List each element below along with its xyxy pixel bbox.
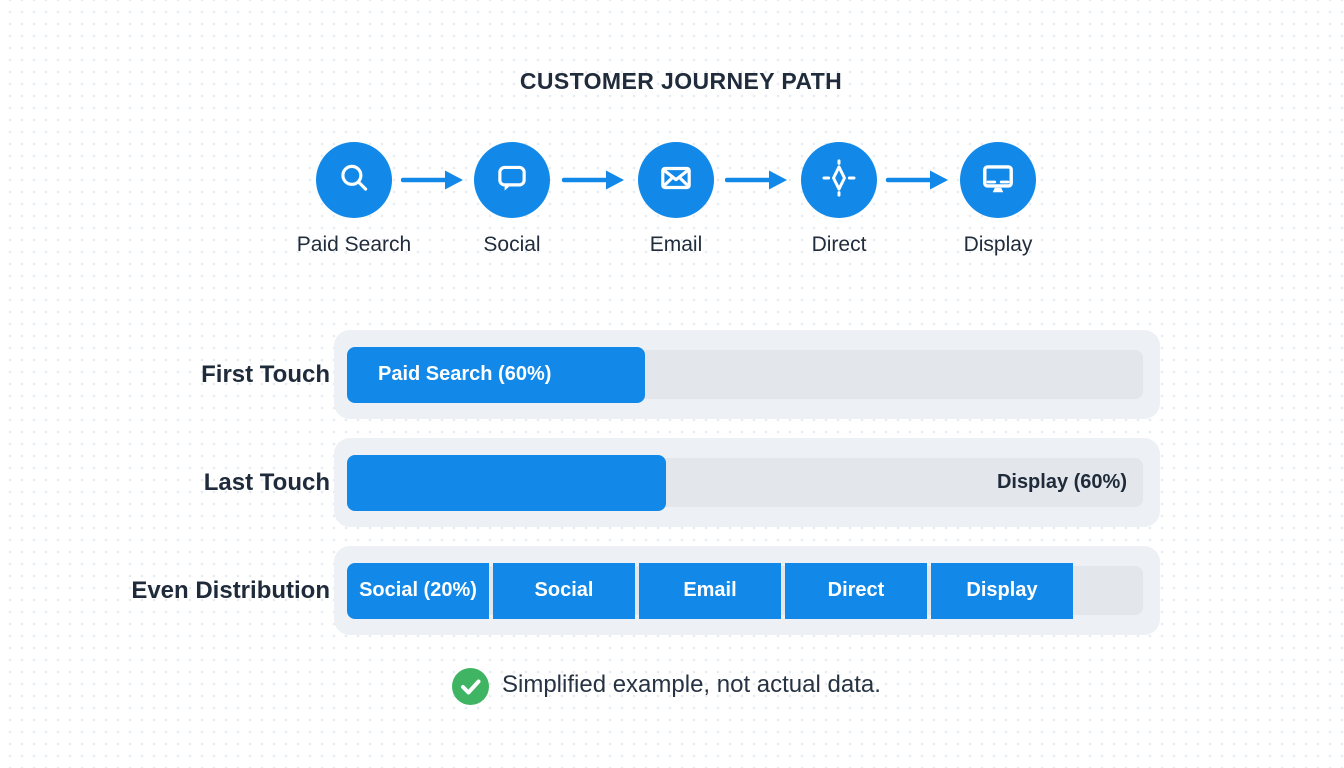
bar-fill-label: Paid Search (60%)	[378, 363, 552, 385]
direct-compass-icon	[820, 158, 858, 202]
step-label: Direct	[811, 233, 867, 256]
bar-segment: Display	[931, 562, 1073, 619]
bar-segment: Social	[493, 562, 635, 619]
bar-track: Paid Search (60%)	[347, 346, 1143, 403]
step-label: Social	[483, 233, 541, 256]
step-icon-circle	[960, 142, 1036, 218]
attribution-row-even-distribution: Social (20%) Social Email Direct Display	[334, 546, 1160, 635]
attribution-row-first-touch: Paid Search (60%)	[334, 330, 1160, 419]
bar-segment: Social (20%)	[347, 562, 489, 619]
bar-fill: Paid Search (60%)	[347, 346, 645, 403]
step-icon-circle	[638, 142, 714, 218]
arrow-right-icon	[561, 166, 626, 194]
step-label: Display	[963, 233, 1033, 256]
journey-step-display: Display	[938, 142, 1058, 257]
monitor-icon	[979, 159, 1017, 202]
step-icon-circle	[801, 142, 877, 218]
page-title: CUSTOMER JOURNEY PATH	[519, 68, 843, 94]
row-label-last-touch: Last Touch	[203, 469, 330, 496]
bar-track: Display (60%)	[347, 454, 1143, 511]
attribution-row-last-touch: Display (60%)	[334, 438, 1160, 527]
arrow-right-icon	[885, 166, 950, 194]
bar-segment: Email	[639, 562, 781, 619]
envelope-icon	[657, 159, 695, 202]
step-label: Paid Search	[296, 233, 412, 256]
search-icon	[335, 159, 373, 202]
step-icon-circle	[474, 142, 550, 218]
step-icon-circle	[316, 142, 392, 218]
bar-segment: Direct	[785, 562, 927, 619]
chat-bubble-icon	[493, 159, 531, 202]
journey-step-email: Email	[616, 142, 736, 257]
step-label: Email	[649, 233, 703, 256]
check-icon	[452, 668, 489, 705]
arrow-right-icon	[724, 166, 789, 194]
row-label-even-distribution: Even Distribution	[131, 577, 330, 604]
bar-value-label: Display (60%)	[996, 471, 1127, 493]
arrow-right-icon	[400, 166, 465, 194]
journey-step-paid-search: Paid Search	[294, 142, 414, 257]
journey-step-social: Social	[452, 142, 572, 257]
row-label-first-touch: First Touch	[201, 361, 330, 388]
footer-note: Simplified example, not actual data.	[502, 671, 881, 698]
bar-fill	[347, 454, 666, 511]
journey-step-direct: Direct	[779, 142, 899, 257]
bar-track: Social (20%) Social Email Direct Display	[347, 562, 1143, 619]
